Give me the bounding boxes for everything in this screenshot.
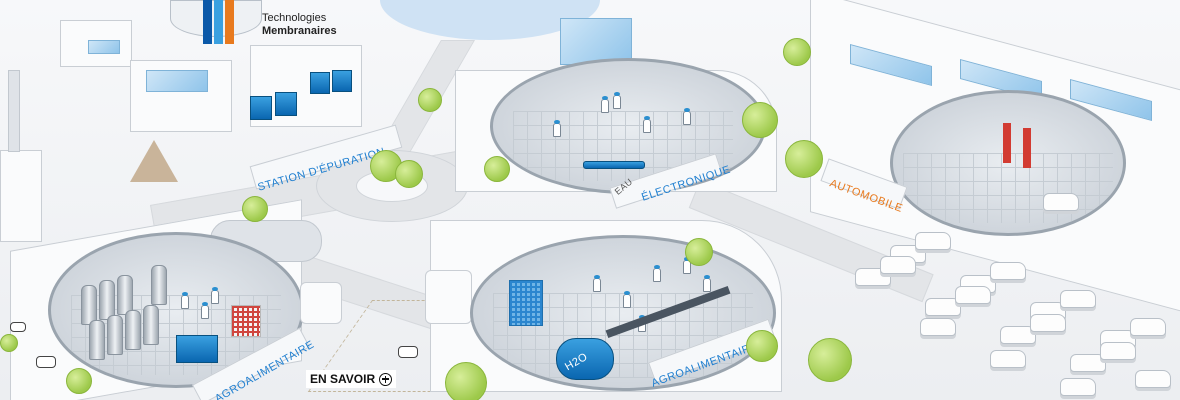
plus-circle-icon	[379, 372, 393, 386]
tree	[685, 238, 713, 266]
silo	[151, 265, 167, 305]
parked-car	[1070, 354, 1106, 372]
worker	[211, 287, 219, 304]
worker	[613, 92, 621, 109]
worker	[623, 291, 631, 308]
silo	[81, 285, 97, 325]
automobile-floor	[903, 153, 1113, 223]
parked-car	[1060, 290, 1096, 308]
parked-car	[990, 262, 1026, 280]
logo-bar-light-blue	[214, 0, 223, 44]
parked-car	[1100, 342, 1136, 360]
silo	[107, 315, 123, 355]
tree	[242, 196, 268, 222]
silo	[125, 310, 141, 350]
parked-car	[1000, 326, 1036, 344]
worker	[601, 96, 609, 113]
h2o-tank	[556, 338, 614, 380]
filtration-unit-4	[332, 70, 352, 92]
eau-pipe	[583, 161, 645, 169]
parked-car	[880, 256, 916, 274]
agro-right-cutaway	[470, 235, 776, 391]
silo	[89, 320, 105, 360]
logo-bar-orange	[225, 0, 234, 44]
water-pallet	[509, 280, 543, 326]
tree	[418, 88, 442, 112]
tree	[66, 368, 92, 394]
robot-arm	[1003, 123, 1011, 163]
worker	[201, 302, 209, 319]
tree	[742, 102, 778, 138]
en-savoir-plus-link[interactable]: EN SAVOIR	[306, 370, 397, 388]
tree	[0, 334, 18, 352]
cow	[398, 346, 418, 358]
warehouse-window	[88, 40, 120, 54]
legend-line1: Technologies	[262, 12, 327, 24]
cow	[36, 356, 56, 368]
tree	[395, 160, 423, 188]
tree	[808, 338, 852, 382]
filtration-unit-2	[275, 92, 297, 116]
parked-car	[955, 286, 991, 304]
filtration-unit-3	[310, 72, 330, 94]
factory-tower	[0, 150, 42, 242]
en-savoir-label: EN SAVOIR	[310, 372, 376, 386]
legend-title: Technologies Membranaires	[262, 12, 337, 38]
tree	[746, 330, 778, 362]
tree	[785, 140, 823, 178]
worker	[653, 265, 661, 282]
automobile-cutaway	[890, 90, 1126, 236]
car-in-factory	[1043, 193, 1079, 211]
tree	[445, 362, 487, 400]
logo-bar-dark-blue	[203, 0, 212, 44]
worker	[181, 292, 189, 309]
chimney	[8, 70, 20, 152]
worker	[553, 120, 561, 137]
parked-car	[990, 350, 1026, 368]
truck-2	[425, 270, 472, 324]
worker	[683, 108, 691, 125]
tree	[783, 38, 811, 66]
parked-car	[1135, 370, 1171, 388]
sludge-pile	[130, 140, 178, 182]
station-basin-water	[146, 70, 208, 92]
silo	[143, 305, 159, 345]
parked-car	[1030, 314, 1066, 332]
tree	[484, 156, 510, 182]
truck	[300, 282, 342, 324]
parked-car	[1130, 318, 1166, 336]
parked-car	[920, 318, 956, 336]
silo	[99, 280, 115, 320]
worker	[703, 275, 711, 292]
filtration-unit-1	[250, 96, 272, 120]
robot-arm	[1023, 128, 1031, 168]
worker	[643, 116, 651, 133]
bottle-pallet	[231, 305, 261, 337]
parked-car	[1060, 378, 1096, 396]
filtration-unit	[176, 335, 218, 363]
silo	[117, 275, 133, 315]
cow	[10, 322, 26, 332]
parked-car	[915, 232, 951, 250]
worker	[593, 275, 601, 292]
legend-line2: Membranaires	[262, 25, 337, 37]
parked-car	[925, 298, 961, 316]
